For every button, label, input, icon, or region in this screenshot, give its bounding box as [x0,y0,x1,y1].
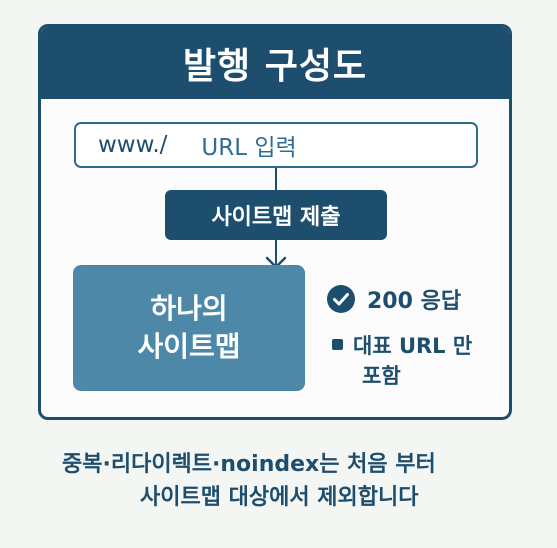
submit-sitemap-step: 사이트맵 제출 [165,190,387,240]
connector-url-to-submit [275,168,277,192]
check-circle-icon [327,285,355,313]
sitemap-label-line2: 사이트맵 [137,330,241,363]
canonical-condition: 대표 URL 만 포함 [332,331,492,392]
url-input-box: www./ URL 입력 [74,122,478,168]
footer-line1: 중복·리다이렉트·noindex는 처음 부터 [62,452,436,477]
url-prefix: www./ [98,132,168,158]
footer-note: 중복·리다이렉트·noindex는 처음 부터 사이트맵 대상에서 제외합니다 [0,448,557,514]
status-condition: 200 응답 [327,283,461,315]
diagram-title: 발행 구성도 [41,27,509,99]
status-text: 200 응답 [367,289,462,314]
url-placeholder: URL 입력 [201,135,297,161]
canonical-text-line2: 포함 [362,364,401,389]
footer-line2: 사이트맵 대상에서 제외합니다 [140,485,419,510]
sitemap-label-line1: 하나의 [150,292,228,326]
square-bullet-icon [332,339,343,350]
single-sitemap-box: 하나의 사이트맵 [73,265,305,391]
canonical-text-line1: 대표 URL 만 [353,334,473,358]
